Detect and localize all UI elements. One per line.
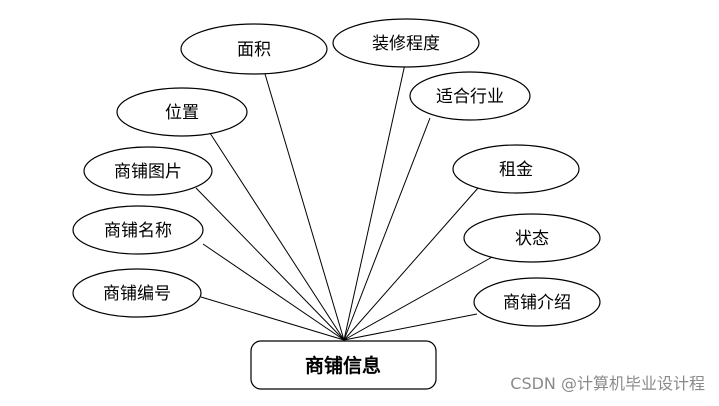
- attribute-label: 适合行业: [436, 87, 504, 107]
- connector-shop-name: [202, 243, 345, 341]
- attribute-shop-name: 商铺名称: [72, 205, 204, 255]
- entity-shop-info: 商铺信息: [250, 340, 437, 390]
- attribute-label: 状态: [515, 229, 549, 249]
- attribute-location: 位置: [116, 87, 248, 137]
- attribute-shop-image: 商铺图片: [83, 146, 213, 196]
- connector-decoration: [343, 63, 406, 341]
- attribute-label: 装修程度: [372, 34, 440, 54]
- attribute-shop-number: 商铺编号: [72, 268, 202, 318]
- attribute-label: 面积: [237, 40, 271, 60]
- connector-status: [343, 255, 495, 341]
- connector-shop-number: [200, 296, 345, 341]
- attribute-label: 商铺名称: [104, 221, 172, 241]
- connector-shop-image: [195, 187, 345, 341]
- attribute-area: 面积: [180, 23, 328, 75]
- attribute-label: 租金: [499, 160, 533, 180]
- attribute-rent: 租金: [452, 144, 580, 194]
- attribute-industry: 适合行业: [409, 71, 531, 121]
- attribute-shop-intro: 商铺介绍: [473, 277, 601, 327]
- attribute-label: 位置: [165, 103, 199, 123]
- attribute-decoration: 装修程度: [332, 18, 480, 68]
- attribute-label: 商铺图片: [114, 162, 182, 182]
- connector-industry: [343, 117, 431, 341]
- connector-area: [264, 73, 345, 341]
- attribute-status: 状态: [463, 213, 601, 263]
- connectors: [195, 63, 495, 341]
- connector-location: [207, 129, 345, 341]
- attribute-label: 商铺编号: [103, 284, 171, 304]
- connector-shop-intro: [343, 313, 478, 341]
- watermark: CSDN @计算机毕业设计程: [510, 374, 705, 393]
- connector-rent: [343, 187, 479, 341]
- attribute-label: 商铺介绍: [503, 293, 571, 313]
- entity-label: 商铺信息: [305, 354, 381, 377]
